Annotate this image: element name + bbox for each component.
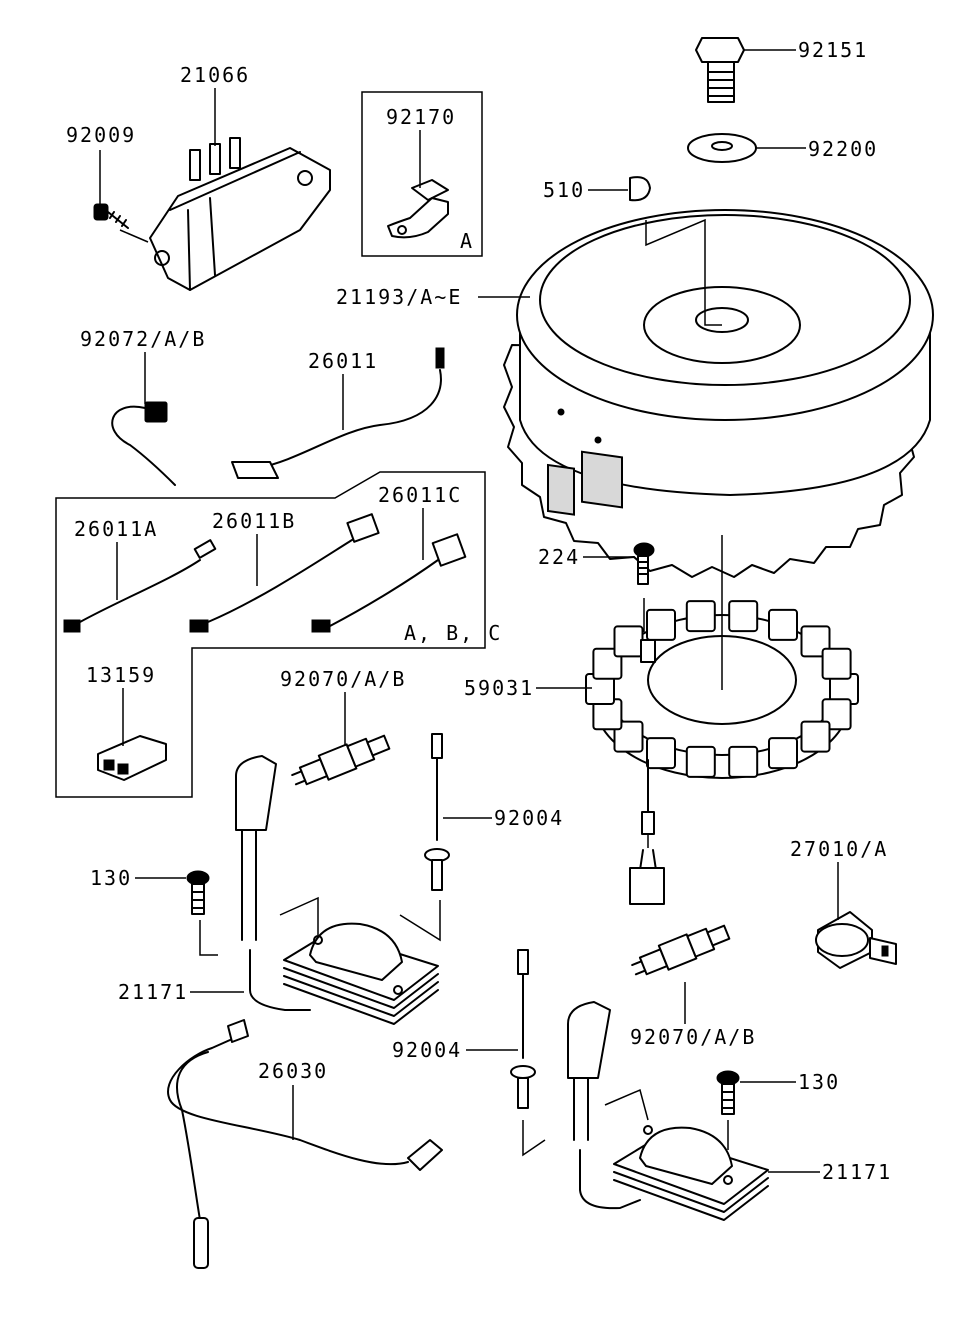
coil-right-guides	[522, 1088, 729, 1157]
callout-labels: 92151 92200 510 21193/A~E 21066 92009 92…	[66, 38, 892, 1184]
lead-wire-26011	[231, 347, 445, 479]
stator-tooth	[685, 745, 716, 778]
callout-92004-top: 92004	[494, 806, 564, 830]
bolt-130-right	[716, 1070, 740, 1115]
bolt-130-left	[186, 870, 210, 915]
callout-21066: 21066	[180, 63, 250, 87]
bolt-92151	[695, 37, 745, 103]
stator-tooth	[685, 600, 716, 633]
callout-21193: 21193/A~E	[336, 285, 462, 309]
stator-tooth	[768, 608, 798, 641]
leader-lines	[99, 49, 839, 1173]
callout-92151: 92151	[798, 38, 868, 62]
spark-plug-bottom	[631, 924, 731, 976]
lead-wire-26011A	[63, 539, 217, 633]
callout-59031: 59031	[464, 676, 534, 700]
spark-plug-top	[291, 734, 391, 786]
stator-tooth	[800, 720, 831, 753]
screw-224	[633, 542, 655, 585]
stator-tooth	[728, 600, 759, 633]
stator-tooth	[646, 737, 676, 770]
key-510	[629, 176, 651, 202]
ht-lead-bottom	[510, 949, 536, 1109]
stator-tooth	[646, 608, 676, 641]
screw-92009	[93, 203, 129, 229]
callout-224: 224	[538, 545, 580, 569]
callout-26011: 26011	[308, 349, 378, 373]
lead-wire-26011B	[189, 513, 380, 633]
callout-130-left: 130	[90, 866, 132, 890]
callout-92070-bottom: 92070/A/B	[630, 1025, 756, 1049]
callout-21171-left: 21171	[118, 980, 188, 1004]
lead-wire-26011C	[311, 533, 467, 633]
ignition-coil-right	[567, 1001, 769, 1221]
callout-130-right: 130	[798, 1070, 840, 1094]
stator-tooth	[821, 647, 852, 680]
callout-92070-top: 92070/A/B	[280, 667, 406, 691]
harness-26030	[167, 1019, 443, 1269]
callout-13159: 13159	[86, 663, 156, 687]
variant-box	[55, 471, 486, 798]
ignition-coil-left	[235, 755, 439, 1025]
callout-92200: 92200	[808, 137, 878, 161]
callout-21171-right: 21171	[822, 1160, 892, 1184]
callout-26011-variants: A, B, C	[404, 621, 502, 645]
callout-27010: 27010/A	[790, 837, 888, 861]
callout-26011B: 26011B	[212, 509, 296, 533]
callout-92004-bottom: 92004	[392, 1038, 462, 1062]
ht-lead-top	[424, 733, 450, 891]
stator-tooth	[613, 625, 644, 658]
callout-510: 510	[543, 178, 585, 202]
callout-92072: 92072/A/B	[80, 327, 206, 351]
callout-92170: 92170	[386, 105, 456, 129]
callout-26011C: 26011C	[378, 483, 462, 507]
washer-92200	[687, 133, 757, 163]
cable-tie-92072	[111, 401, 176, 486]
clamp-92170	[361, 91, 483, 257]
flywheel	[503, 209, 934, 578]
connector-13159	[97, 735, 167, 781]
stator-tooth	[728, 745, 759, 778]
stator-lead	[629, 759, 665, 905]
callout-26030: 26030	[258, 1059, 328, 1083]
regulator-21066	[149, 137, 331, 291]
callout-92170-variant: A	[460, 229, 474, 253]
callout-92009: 92009	[66, 123, 136, 147]
coil-left-guides	[199, 896, 441, 956]
callout-26011A: 26011A	[74, 517, 158, 541]
stator-tooth	[768, 737, 798, 770]
shaft-axis	[645, 218, 722, 326]
oil-pressure-switch	[815, 911, 897, 969]
